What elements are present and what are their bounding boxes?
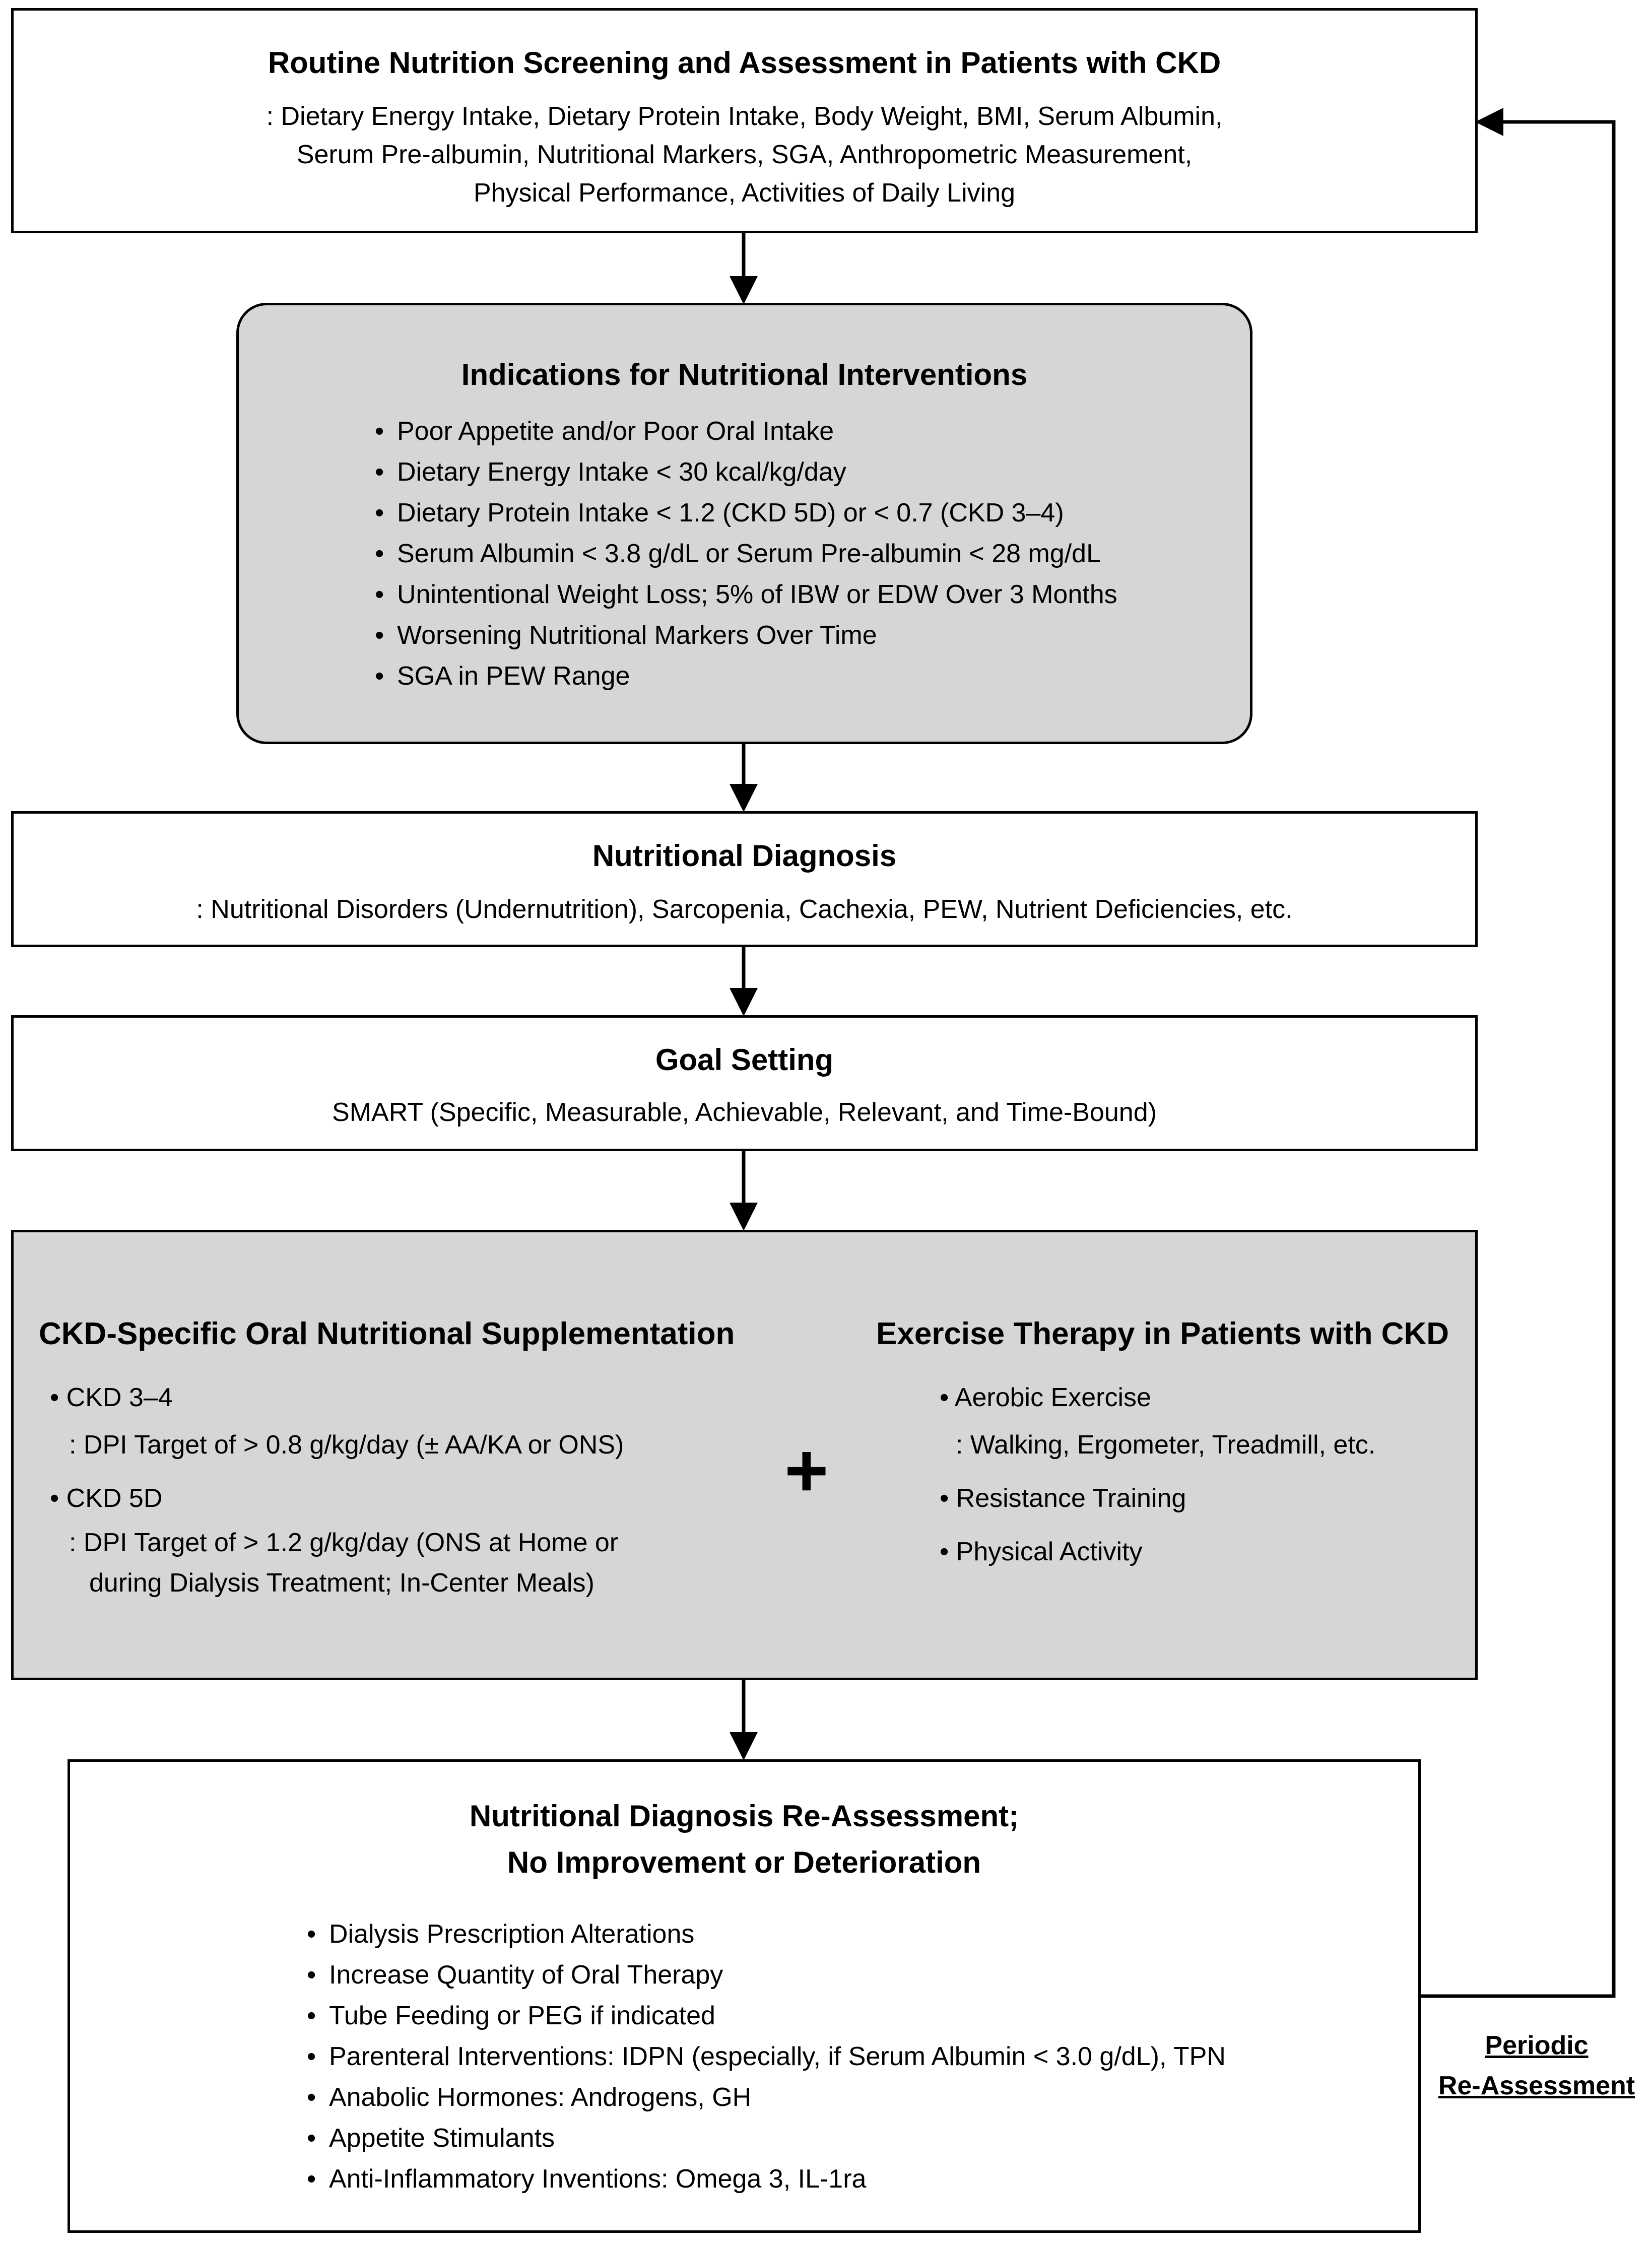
reassessment-title-line-2: No Improvement or Deterioration <box>507 1845 981 1879</box>
exercise-item-physical-activity-label: Physical Activity <box>956 1537 1143 1566</box>
list-item: Unintentional Weight Loss; 5% of IBW or … <box>375 574 1117 615</box>
reassessment-list: Dialysis Prescription Alterations Increa… <box>307 1914 1226 2200</box>
screening-line-3: Physical Performance, Activities of Dail… <box>473 178 1016 208</box>
list-item: Anabolic Hormones: Androgens, GH <box>307 2077 1226 2118</box>
ons-item-ckd34-detail: : DPI Target of > 0.8 g/kg/day (± AA/KA … <box>69 1430 624 1460</box>
screening-line-2: Serum Pre-albumin, Nutritional Markers, … <box>296 140 1193 169</box>
list-item: Poor Appetite and/or Poor Oral Intake <box>375 411 1117 452</box>
exercise-item-aerobic: • Aerobic Exercise <box>940 1383 1151 1412</box>
plus-sign: + <box>784 1428 829 1512</box>
list-item: Worsening Nutritional Markers Over Time <box>375 615 1117 656</box>
goal-setting-text: SMART (Specific, Measurable, Achievable,… <box>332 1098 1157 1127</box>
exercise-item-resistance: • Resistance Training <box>940 1484 1186 1513</box>
ons-title: CKD-Specific Oral Nutritional Supplement… <box>39 1316 735 1351</box>
exercise-item-resistance-label: Resistance Training <box>956 1484 1186 1513</box>
periodic-label-line-1: Periodic <box>1485 2031 1589 2060</box>
ons-item-ckd5d: • CKD 5D <box>50 1484 163 1513</box>
list-item: Appetite Stimulants <box>307 2118 1226 2159</box>
screening-box: Routine Nutrition Screening and Assessme… <box>11 8 1478 233</box>
diagnosis-title: Nutritional Diagnosis <box>592 839 897 873</box>
list-item: Serum Albumin < 3.8 g/dL or Serum Pre-al… <box>375 534 1117 574</box>
reassessment-box: Nutritional Diagnosis Re-Assessment; No … <box>68 1759 1421 2233</box>
goal-setting-box: Goal Setting SMART (Specific, Measurable… <box>11 1015 1478 1151</box>
list-item: Increase Quantity of Oral Therapy <box>307 1955 1226 1996</box>
ons-item-ckd34-label: CKD 3–4 <box>66 1383 173 1412</box>
list-item: SGA in PEW Range <box>375 656 1117 697</box>
interventions-box: CKD-Specific Oral Nutritional Supplement… <box>11 1230 1478 1680</box>
reassessment-title-line-1: Nutritional Diagnosis Re-Assessment; <box>469 1799 1019 1833</box>
exercise-item-aerobic-detail: : Walking, Ergometer, Treadmill, etc. <box>956 1430 1376 1460</box>
list-item: Dialysis Prescription Alterations <box>307 1914 1226 1955</box>
feedback-loop-arrow <box>1421 108 1616 1998</box>
diagnosis-text: : Nutritional Disorders (Undernutrition)… <box>196 895 1293 924</box>
screening-line-1: : Dietary Energy Intake, Dietary Protein… <box>266 102 1223 131</box>
goal-setting-title: Goal Setting <box>655 1043 834 1077</box>
list-item: Tube Feeding or PEG if indicated <box>307 1996 1226 2036</box>
list-item: Parenteral Interventions: IDPN (especial… <box>307 2036 1226 2077</box>
indications-box: Indications for Nutritional Intervention… <box>236 303 1252 744</box>
indications-title: Indications for Nutritional Intervention… <box>461 358 1028 391</box>
exercise-item-aerobic-label: Aerobic Exercise <box>954 1383 1151 1412</box>
ons-item-ckd5d-detail-1: : DPI Target of > 1.2 g/kg/day (ONS at H… <box>69 1528 619 1557</box>
exercise-item-physical-activity: • Physical Activity <box>940 1537 1143 1566</box>
exercise-title: Exercise Therapy in Patients with CKD <box>876 1316 1449 1351</box>
list-item: Dietary Energy Intake < 30 kcal/kg/day <box>375 452 1117 493</box>
indications-list: Poor Appetite and/or Poor Oral Intake Di… <box>375 411 1117 697</box>
periodic-label-line-2: Re-Assessment <box>1438 2071 1635 2100</box>
ons-item-ckd5d-label: CKD 5D <box>66 1484 163 1513</box>
ons-item-ckd5d-detail-2: during Dialysis Treatment; In-Center Mea… <box>89 1568 594 1598</box>
periodic-reassessment-label: Periodic Re-Assessment <box>1426 2025 1647 2106</box>
diagnosis-box: Nutritional Diagnosis : Nutritional Diso… <box>11 811 1478 947</box>
list-item: Anti-Inflammatory Inventions: Omega 3, I… <box>307 2159 1226 2200</box>
screening-title: Routine Nutrition Screening and Assessme… <box>268 46 1221 80</box>
ons-item-ckd34: • CKD 3–4 <box>50 1383 173 1412</box>
list-item: Dietary Protein Intake < 1.2 (CKD 5D) or… <box>375 493 1117 534</box>
